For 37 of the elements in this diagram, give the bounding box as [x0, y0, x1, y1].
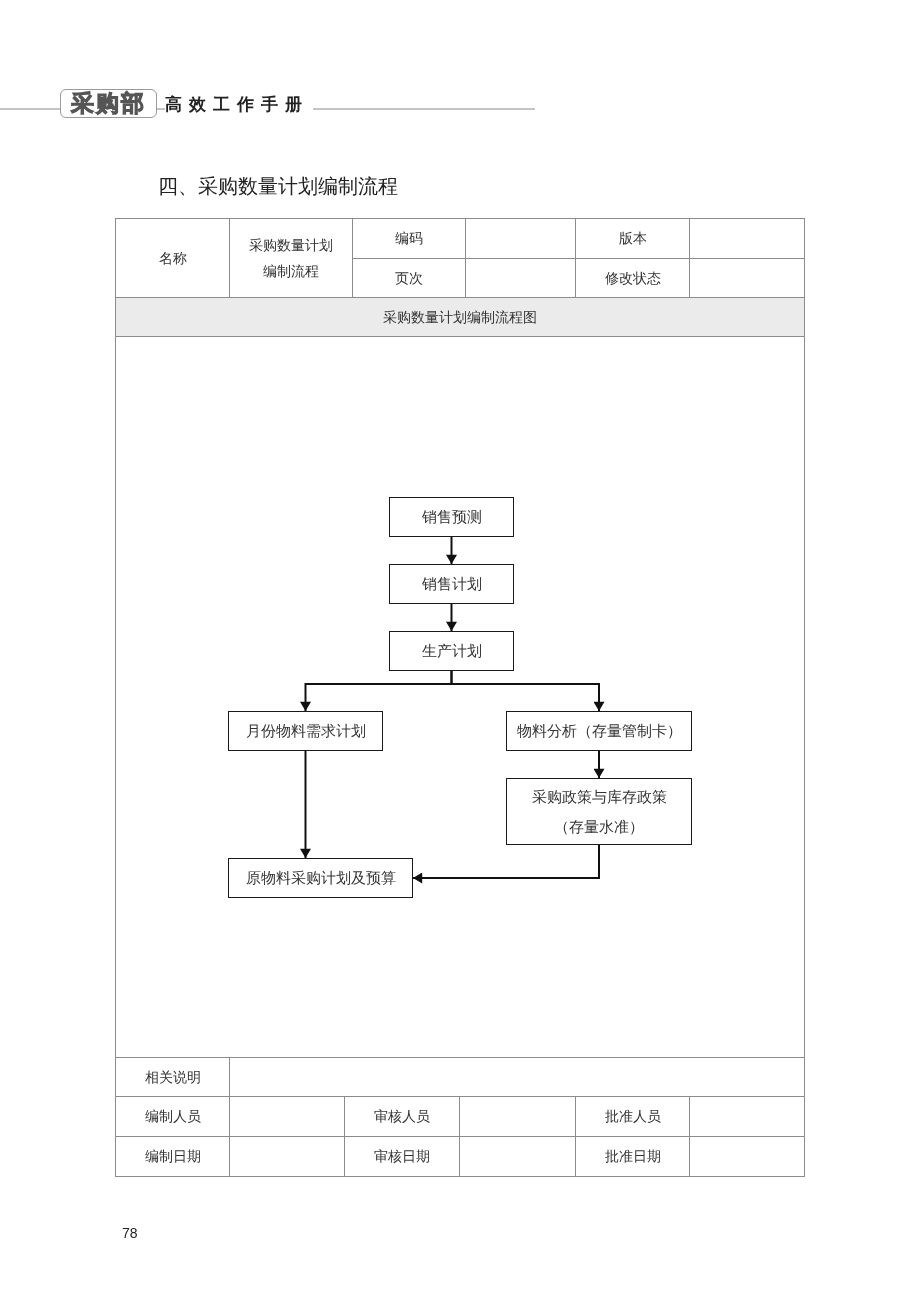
page-number: 78	[122, 1224, 138, 1243]
node-text: 原物料采购计划及预算	[245, 868, 396, 889]
process-box	[228, 858, 413, 898]
arrow	[446, 536, 457, 565]
process-box	[506, 711, 692, 751]
header-badge: 采购部	[60, 89, 157, 118]
form-label: 修改状态	[576, 259, 690, 298]
form-label: 版本	[576, 219, 690, 259]
process-box	[506, 778, 692, 845]
node-text: 销售计划	[421, 574, 482, 595]
arrow	[412, 844, 600, 884]
process-box	[389, 497, 514, 537]
page-title: 四、采购数量计划编制流程	[158, 174, 398, 199]
form-label: 批准日期	[576, 1137, 690, 1177]
node-text: 销售预测	[421, 507, 482, 528]
form-label: 编制人员	[116, 1097, 230, 1137]
form-label: 编码	[353, 219, 466, 259]
process-box	[389, 631, 514, 671]
arrow	[446, 603, 457, 632]
node-text: 物料分析（存量管制卡）	[516, 721, 682, 742]
node-text: 生产计划	[421, 641, 482, 662]
form-label: 审核人员	[345, 1097, 460, 1137]
arrow	[300, 750, 311, 859]
form-label: 批准人员	[576, 1097, 690, 1137]
form-label: 相关说明	[116, 1058, 230, 1097]
process-box	[389, 564, 514, 604]
form-label: 审核日期	[345, 1137, 460, 1177]
form-label: 名称	[116, 219, 230, 298]
form-value: 采购数量计划编制流程	[230, 219, 353, 298]
form-label: 页次	[353, 259, 466, 298]
arrow	[593, 750, 605, 779]
process-box	[228, 711, 383, 751]
node-text: 月份物料需求计划	[245, 721, 366, 742]
section-heading-bar: 采购数量计划编制流程图	[116, 298, 805, 337]
form-label: 编制日期	[116, 1137, 230, 1177]
arrow	[450, 670, 605, 712]
node-text: 采购政策与库存政策（存量水准）	[530, 786, 668, 838]
